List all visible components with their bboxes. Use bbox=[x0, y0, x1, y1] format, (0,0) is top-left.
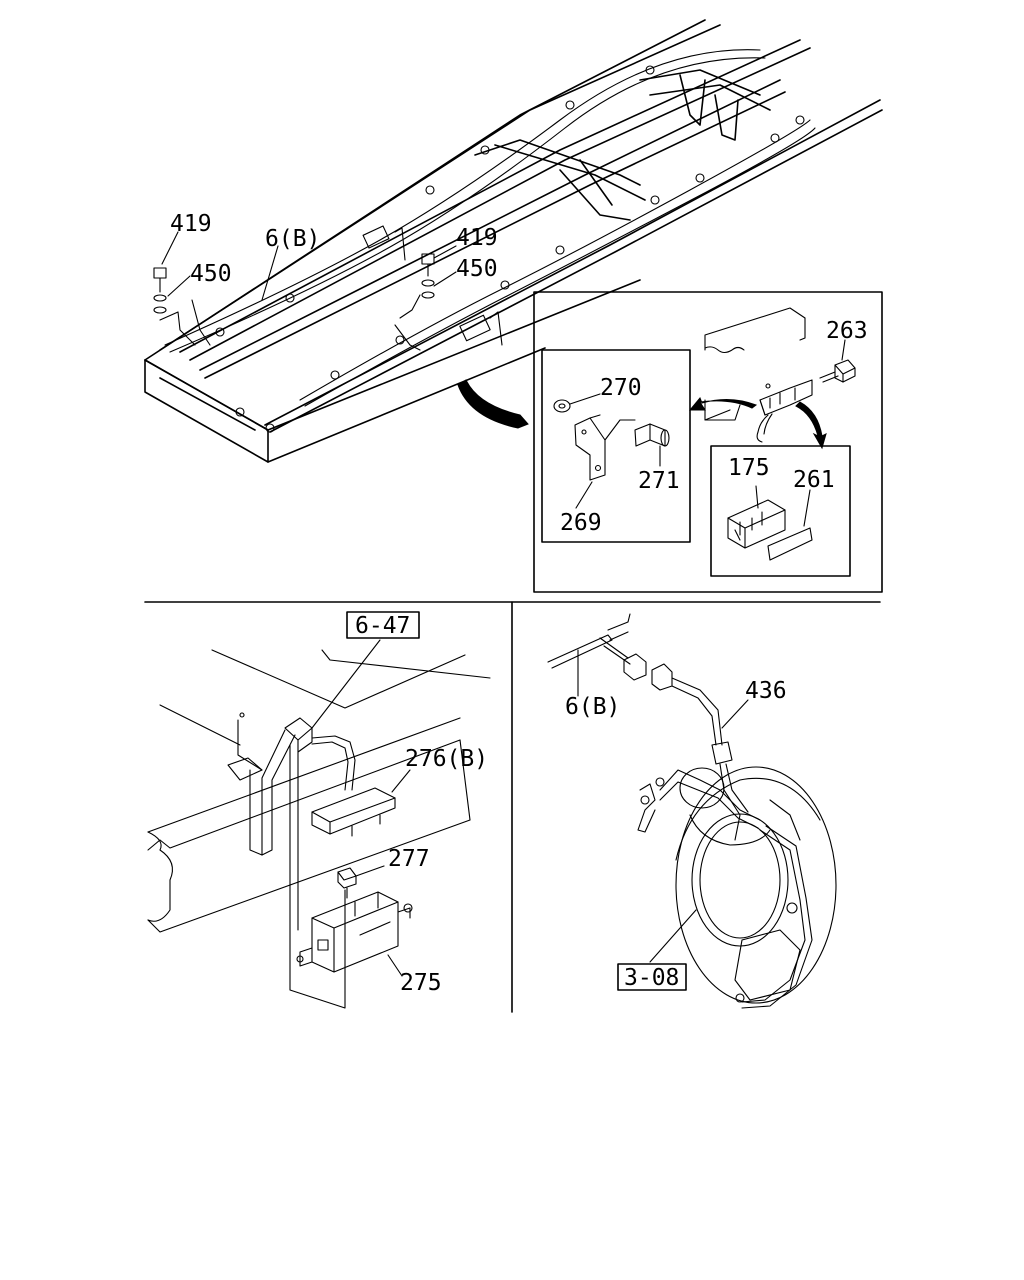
bolt-277 bbox=[337, 867, 357, 899]
bolt-271 bbox=[634, 423, 670, 447]
bolt-419-left bbox=[153, 267, 167, 293]
washer-450-left bbox=[153, 294, 167, 314]
switch-275 bbox=[296, 891, 413, 973]
actuator bbox=[637, 767, 771, 846]
label-270: 270 bbox=[600, 375, 642, 401]
detail-arrow-down bbox=[795, 401, 827, 450]
ref-box-6-47 bbox=[346, 611, 420, 639]
label-436: 436 bbox=[745, 678, 787, 704]
bolt-263 bbox=[819, 359, 856, 383]
washer-450-mid bbox=[421, 279, 435, 299]
bottom-right-assembly: 3-08 6(B) 436 bbox=[547, 613, 837, 1009]
nut-270 bbox=[553, 399, 571, 413]
label-6b-top: 6(B) bbox=[265, 226, 320, 252]
ref-box-3-08 bbox=[617, 963, 687, 991]
label-419-mid: 419 bbox=[456, 225, 498, 251]
label-3-08: 3-08 bbox=[624, 965, 679, 991]
label-271: 271 bbox=[638, 468, 680, 494]
label-277: 277 bbox=[388, 846, 430, 872]
label-261: 261 bbox=[793, 467, 835, 493]
label-6b-bottom: 6(B) bbox=[565, 694, 620, 720]
detail-box: 263 270 271 269 175 261 bbox=[533, 291, 883, 593]
cover-276b bbox=[311, 787, 396, 837]
fuse-holder-175 bbox=[727, 499, 786, 549]
detail-arrow-main bbox=[457, 379, 529, 429]
label-175: 175 bbox=[728, 455, 770, 481]
detail-arrow-left bbox=[688, 397, 758, 411]
brake-drum bbox=[675, 766, 837, 1004]
label-450-mid: 450 bbox=[456, 256, 498, 282]
bracket-269 bbox=[574, 414, 636, 481]
label-450-left: 450 bbox=[190, 261, 232, 287]
label-269: 269 bbox=[560, 510, 602, 536]
chassis-frame bbox=[144, 19, 883, 463]
leaders-top bbox=[161, 231, 457, 301]
label-275: 275 bbox=[400, 970, 442, 996]
label-263: 263 bbox=[826, 318, 868, 344]
top-labels: 419 450 6(B) 419 450 bbox=[170, 211, 498, 287]
bottom-left-assembly: 6-47 276(B) 277 275 bbox=[147, 611, 491, 1009]
label-419-left: 419 bbox=[170, 211, 212, 237]
fuse-cover-261 bbox=[767, 527, 813, 561]
label-276b: 276(B) bbox=[405, 746, 488, 772]
bolt-419-mid bbox=[421, 253, 435, 277]
label-6-47: 6-47 bbox=[355, 613, 410, 639]
